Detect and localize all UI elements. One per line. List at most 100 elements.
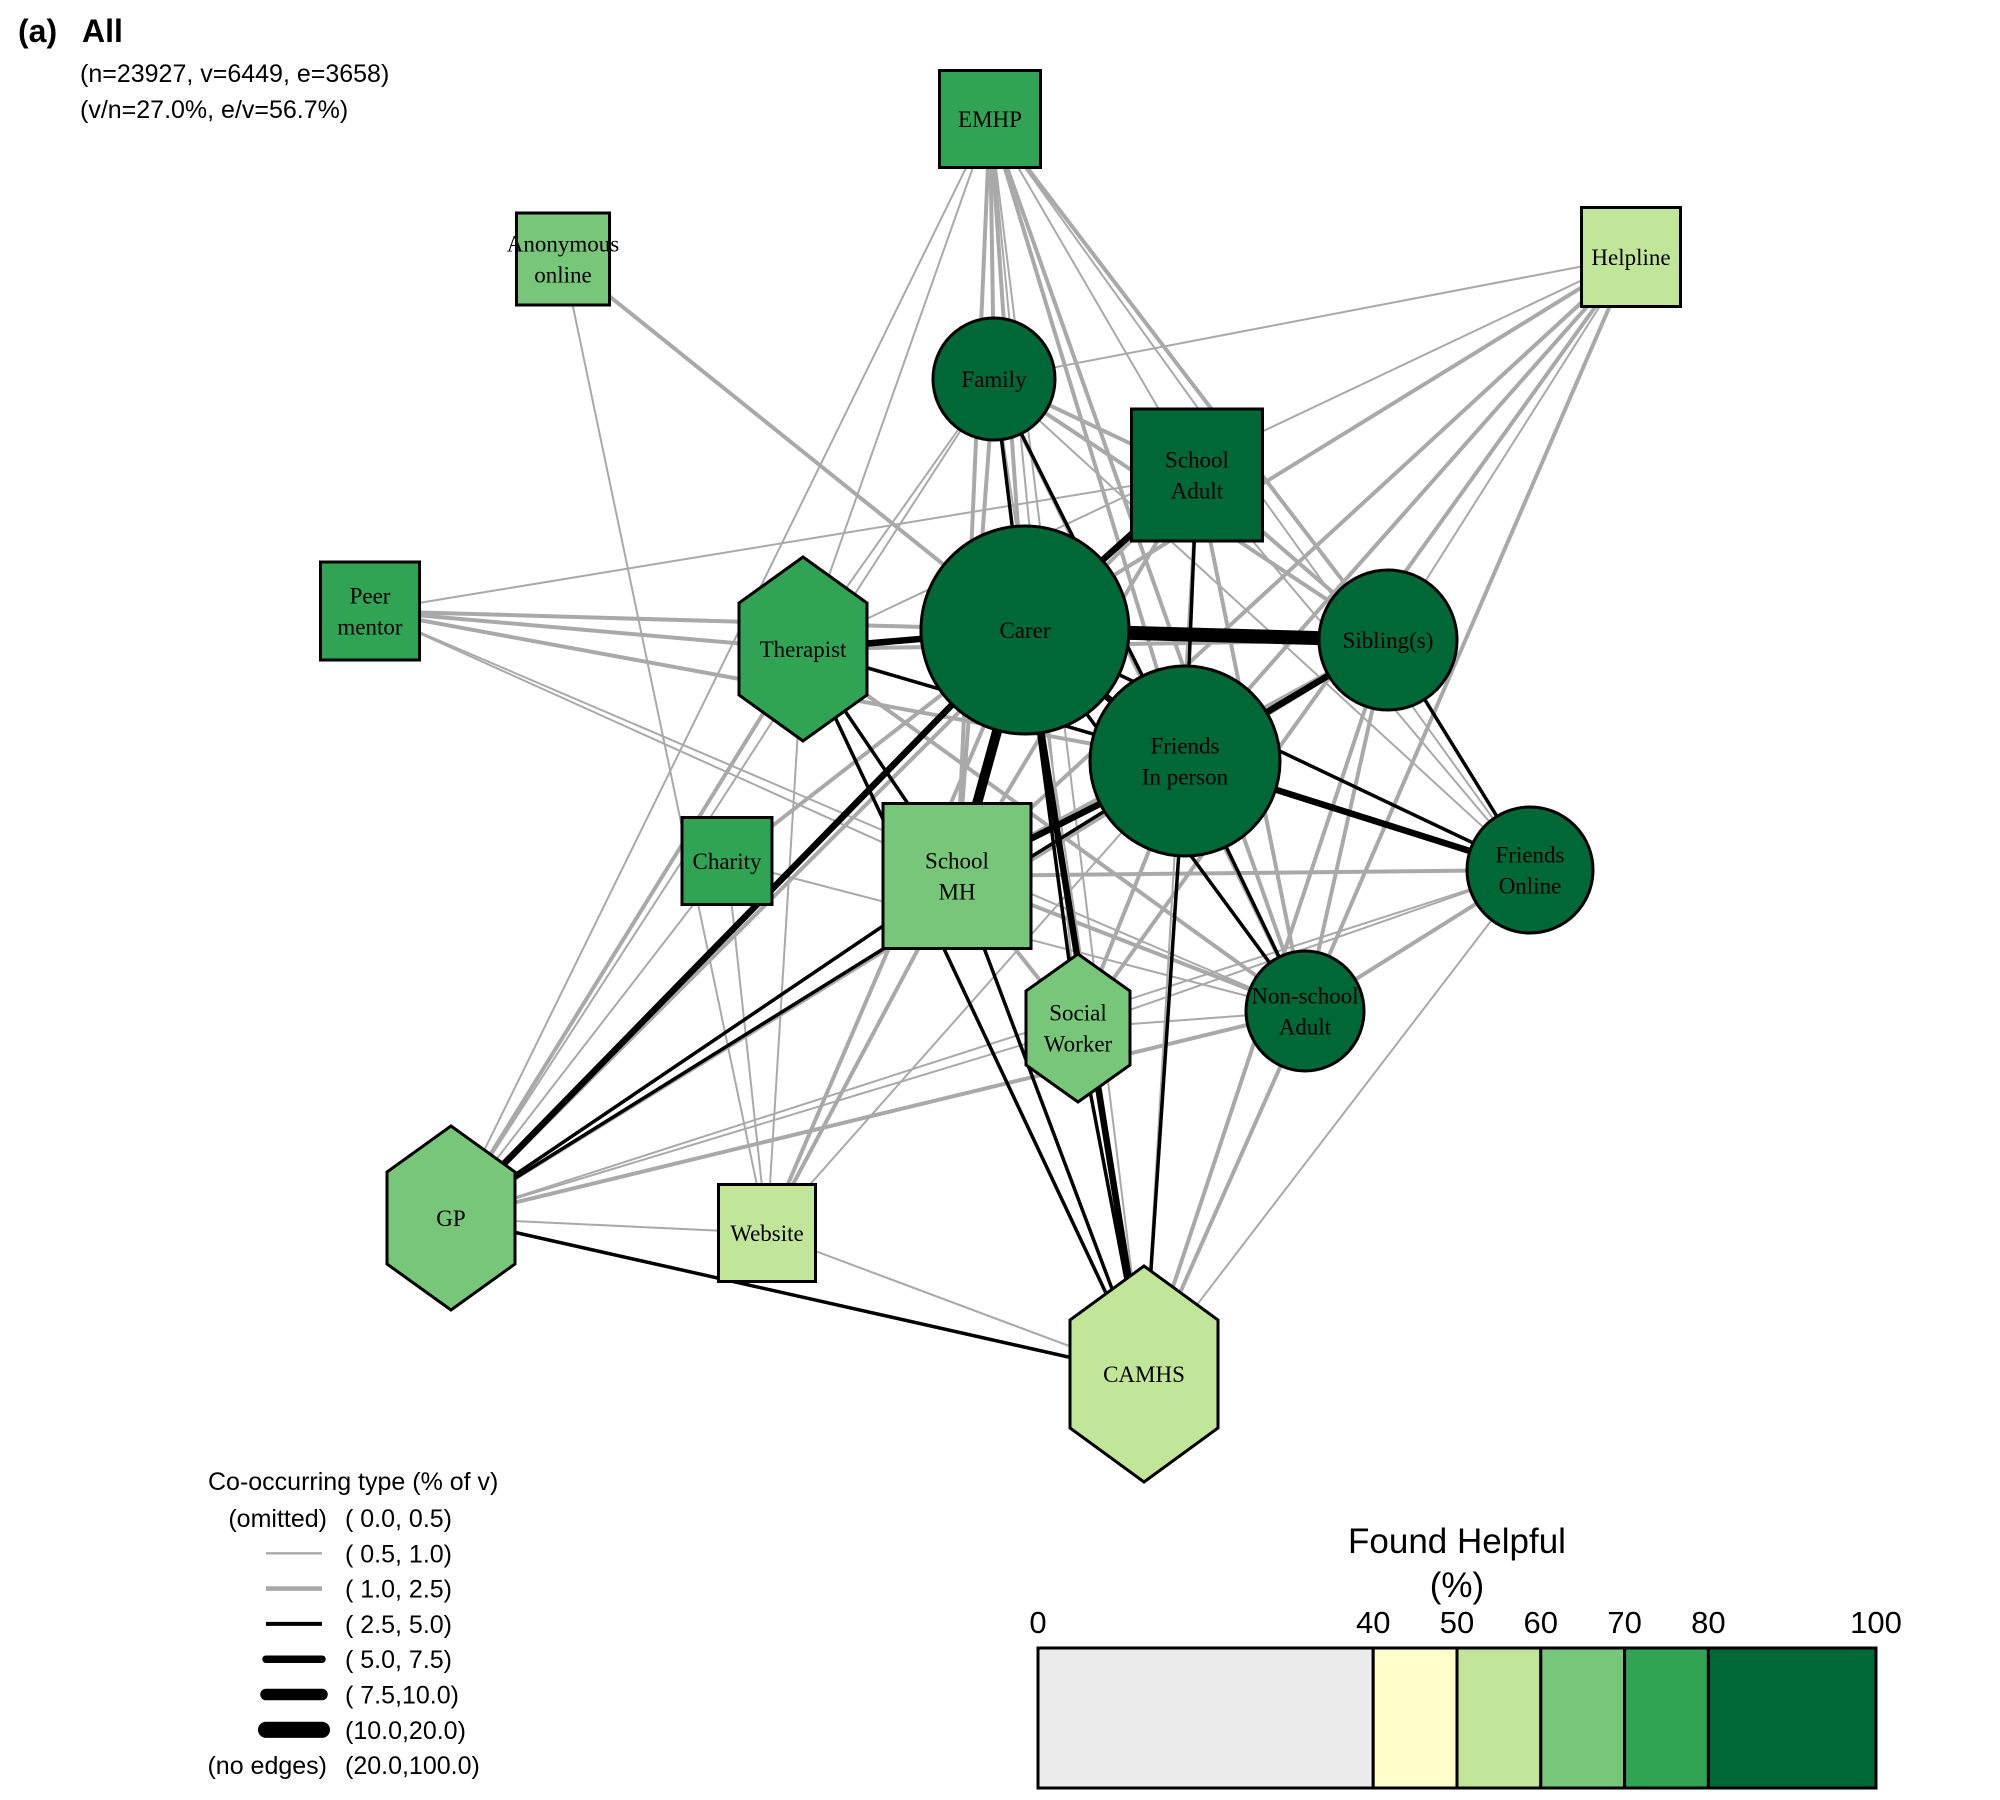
node-therapist[interactable]: Therapist xyxy=(737,555,869,743)
node-emhp[interactable]: EMHP xyxy=(938,69,1042,169)
stats-line-1: (n=23927, v=6449, e=3658) xyxy=(80,60,389,88)
color-bin-60-70 xyxy=(1539,1646,1627,1790)
edge-helpline-family xyxy=(993,256,1632,380)
node-label: GP xyxy=(436,1206,465,1231)
edge-peer-carer xyxy=(369,609,1026,632)
color-tick-label: 0 xyxy=(1029,1605,1046,1640)
node-label: CAMHS xyxy=(1103,1362,1185,1387)
node-family[interactable]: Family xyxy=(931,316,1057,442)
edge-legend-range: ( 5.0, 7.5) xyxy=(345,1646,452,1674)
edge-legend-range: ( 7.5,10.0) xyxy=(345,1682,459,1710)
edge-website-friendsip xyxy=(766,760,1186,1234)
node-carer[interactable]: Carer xyxy=(919,524,1131,736)
nodes-layer: EMHPAnonymousonlineHelplineFamilySchoolA… xyxy=(319,69,1682,1484)
node-shape-square xyxy=(938,69,1042,169)
edge-therapist-gp xyxy=(449,647,805,1220)
node-label: Family xyxy=(961,367,1027,392)
color-bin-0-40 xyxy=(1036,1646,1375,1790)
node-charity[interactable]: Charity xyxy=(680,816,774,906)
edge-legend-range: ( 0.5, 1.0) xyxy=(345,1540,452,1568)
edge-therapist-camhs xyxy=(801,648,1146,1375)
node-shape-circle xyxy=(1317,568,1459,712)
node-label: In person xyxy=(1142,765,1229,790)
node-shape-hexagon xyxy=(737,555,869,743)
node-shape-square xyxy=(1130,407,1264,543)
color-tick-label: 50 xyxy=(1440,1605,1474,1640)
node-shape-hexagon xyxy=(1068,1264,1220,1484)
edge-helpline-nonschool xyxy=(1303,256,1633,1012)
color-legend-subtitle: (%) xyxy=(1430,1566,1484,1605)
color-tick-label: 100 xyxy=(1850,1605,1902,1640)
node-label: Adult xyxy=(1171,479,1224,504)
node-sibling[interactable]: Sibling(s) xyxy=(1317,568,1459,712)
edge-helpline-carer xyxy=(1023,255,1633,632)
node-label: MH xyxy=(938,880,975,905)
node-shape-hexagon xyxy=(385,1124,517,1312)
edge-gp-friendsip xyxy=(450,759,1186,1220)
edge-therapist-website xyxy=(766,648,804,1234)
node-label: Therapist xyxy=(760,637,847,662)
node-label: EMHP xyxy=(958,107,1022,132)
color-tick-label: 70 xyxy=(1607,1605,1641,1640)
edge-peer-schoolmh xyxy=(369,610,958,877)
node-label: School xyxy=(1165,448,1229,473)
edge-legend-range: ( 2.5, 5.0) xyxy=(345,1611,452,1639)
edge-family-friendsonline xyxy=(993,378,1531,871)
edge-helpline-friendsip xyxy=(1183,255,1633,763)
node-label: Helpline xyxy=(1591,245,1670,270)
edge-friendsonline-camhs xyxy=(1143,869,1531,1375)
node-gp[interactable]: GP xyxy=(385,1124,517,1312)
node-shape-hexagon xyxy=(1024,952,1132,1104)
edge-helpline-sibling xyxy=(1387,256,1632,641)
edge-charity-website xyxy=(726,860,768,1234)
edge-legend-title: Co-occurring type (% of v) xyxy=(208,1468,498,1496)
edge-family-gp xyxy=(450,378,995,1219)
color-bin-80-100 xyxy=(1706,1646,1878,1790)
color-tick-label: 60 xyxy=(1524,1605,1558,1640)
node-label: online xyxy=(534,263,592,288)
edge-peer-therapist xyxy=(369,609,804,651)
node-shape-square xyxy=(717,1183,817,1283)
node-label: School xyxy=(925,849,989,874)
edge-social-gp xyxy=(450,1027,1079,1219)
node-shape-circle xyxy=(919,524,1131,736)
color-tick-label: 80 xyxy=(1691,1605,1725,1640)
node-label: Peer xyxy=(350,584,391,609)
node-shape-circle xyxy=(1244,949,1366,1073)
node-shape-circle xyxy=(1465,805,1595,935)
node-helpline[interactable]: Helpline xyxy=(1580,206,1682,308)
edge-peer-schooladult xyxy=(369,474,1198,612)
color-legend-title: Found Helpful xyxy=(1348,1522,1566,1561)
node-label: Sibling(s) xyxy=(1343,628,1434,653)
color-bin-50-60 xyxy=(1455,1646,1543,1790)
node-shape-circle xyxy=(1088,664,1282,858)
edge-nonschool-gp xyxy=(450,1009,1306,1220)
node-label: Carer xyxy=(999,618,1050,643)
node-website[interactable]: Website xyxy=(717,1183,817,1283)
edge-friendsonline-schoolmh xyxy=(956,868,1531,878)
color-bin-70-80 xyxy=(1623,1646,1710,1790)
edge-gp-camhs xyxy=(450,1216,1145,1376)
node-label: Friends xyxy=(1496,843,1565,868)
node-camhs[interactable]: CAMHS xyxy=(1068,1264,1220,1484)
node-label: Worker xyxy=(1044,1032,1113,1057)
edge-gp-schoolmh xyxy=(450,874,958,1220)
edge-legend-range: (10.0,20.0) xyxy=(345,1717,466,1745)
edge-emhp-nonschool xyxy=(988,118,1307,1012)
node-label: Website xyxy=(730,1221,804,1246)
color-bin-40-50 xyxy=(1371,1646,1459,1790)
node-label: Non-school xyxy=(1251,984,1358,1009)
node-label: Social xyxy=(1049,1001,1107,1026)
edge-peer-nonschool xyxy=(369,610,1306,1012)
node-shape-square xyxy=(319,560,421,662)
